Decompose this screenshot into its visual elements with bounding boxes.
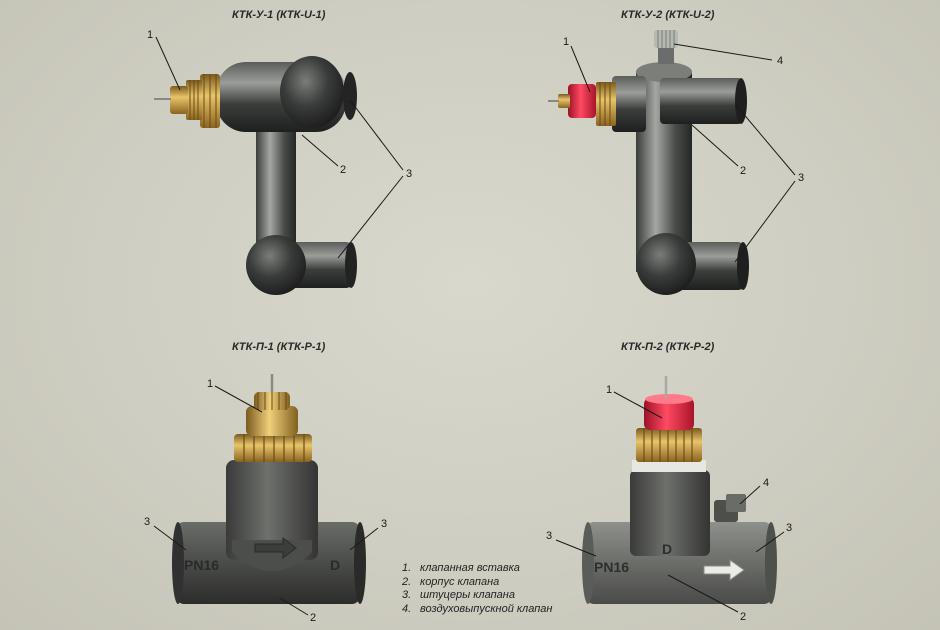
body-mark-d-p1: D — [330, 557, 340, 573]
callout-1-u2: 1 — [563, 36, 569, 48]
callout-3-left-p2: 3 — [546, 530, 552, 542]
callout-3-right-p2: 3 — [786, 522, 792, 534]
title-ktk-u1: КТК-У-1 (КТК-U-1) — [232, 9, 326, 21]
valve-ktk-u2 — [548, 30, 749, 295]
legend-text: штуцеры клапана — [420, 589, 515, 601]
callout-2-p2: 2 — [740, 611, 746, 623]
callout-numbers: 1 2 3 1 4 2 3 1 3 3 2 1 4 3 3 2 — [144, 29, 804, 624]
legend-num: 1. — [402, 562, 412, 574]
legend-num: 3. — [402, 589, 412, 601]
legend-item: 3. штуцеры клапана — [402, 589, 552, 603]
callout-2-p1: 2 — [310, 612, 316, 624]
callout-1-p1: 1 — [207, 378, 213, 390]
leader-lines — [153, 36, 796, 616]
legend-text: клапанная вставка — [420, 562, 520, 574]
legend-text: воздуховыпускной клапан — [420, 602, 553, 615]
body-mark-d-p2: D — [662, 541, 672, 557]
callout-3-right-p1: 3 — [381, 518, 387, 530]
valve-ktk-u1 — [154, 56, 357, 295]
callout-2-u1: 2 — [340, 164, 346, 176]
legend: 1. клапанная вставка 2. корпус клапана 3. ш… — [402, 562, 552, 616]
legend-item: 2. корпус клапана — [402, 576, 552, 590]
legend-text: корпус клапана — [420, 575, 500, 588]
callout-4-u2: 4 — [777, 55, 783, 67]
body-mark-pn16-p2: PN16 — [594, 559, 629, 575]
callout-3-left-p1: 3 — [144, 516, 150, 528]
callout-4-p2: 4 — [763, 477, 769, 489]
callout-1-u1: 1 — [147, 29, 153, 41]
callout-2-u2: 2 — [740, 165, 746, 177]
legend-num: 2. — [402, 575, 412, 588]
title-ktk-p1: КТК-П-1 (КТК-Р-1) — [232, 341, 326, 353]
title-ktk-u2: КТК-У-2 (КТК-U-2) — [621, 9, 715, 21]
body-mark-pn16-p1: PN16 — [184, 557, 219, 573]
title-ktk-p2: КТК-П-2 (КТК-Р-2) — [621, 341, 715, 353]
valve-ktk-p2: PN16 D — [582, 376, 777, 604]
callout-3-u1: 3 — [406, 168, 412, 180]
callout-1-p2: 1 — [606, 384, 612, 396]
legend-num: 4. — [402, 602, 412, 615]
callout-3-u2: 3 — [798, 172, 804, 184]
legend-item: 4. воздуховыпускной клапан — [402, 603, 552, 617]
legend-item: 1. клапанная вставка — [402, 562, 552, 576]
valve-ktk-p1: PN16 D — [172, 374, 366, 604]
